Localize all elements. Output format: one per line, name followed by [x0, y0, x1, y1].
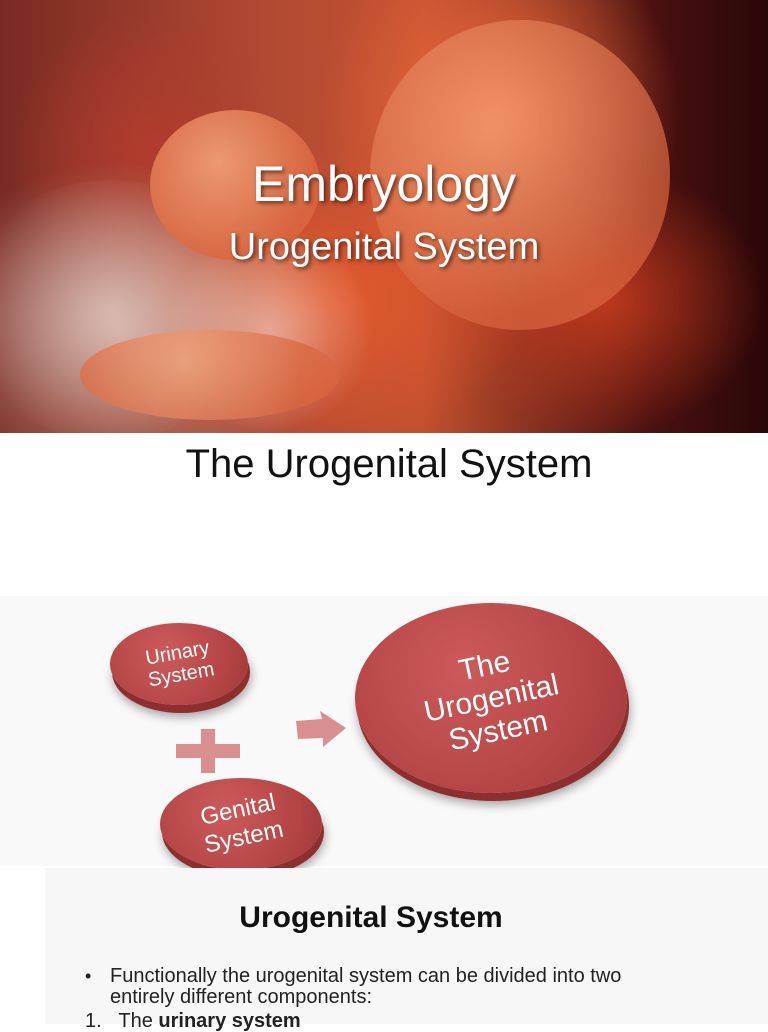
diagram-slide: The Urogenital System Urinary System Gen…: [0, 433, 768, 870]
slide1-title: Embryology: [252, 156, 516, 212]
item-prefix: The: [118, 1010, 153, 1032]
urinary-system-circle: Urinary System: [110, 623, 248, 705]
slide2-title: The Urogenital System: [185, 442, 593, 486]
title-slide: Embryology Urogenital System: [0, 0, 768, 433]
embryo-face-image: [370, 20, 670, 330]
genital-system-circle: Genital System: [160, 778, 322, 870]
text-slide: Urogenital System • Functionally the uro…: [45, 868, 768, 1032]
item-bold-text: urinary system: [158, 1010, 301, 1032]
slide1-subtitle: Urogenital System: [228, 226, 540, 268]
item-number: 1.: [85, 1010, 102, 1032]
arrow-right-icon: [296, 711, 346, 747]
numbered-item-1: 1. The urinary system: [85, 1011, 301, 1032]
embryo-arm-image: [80, 330, 340, 420]
slide3-title: Urogenital System: [239, 901, 503, 934]
bullet-icon: •: [85, 966, 92, 986]
plus-icon: [176, 729, 240, 773]
embryo-hand-image: [150, 110, 320, 260]
bullet-item: • Functionally the urogenital system can…: [85, 966, 685, 1008]
urogenital-system-circle: The Urogenital System: [355, 603, 627, 793]
bullet-text: Functionally the urogenital system can b…: [110, 965, 622, 1008]
